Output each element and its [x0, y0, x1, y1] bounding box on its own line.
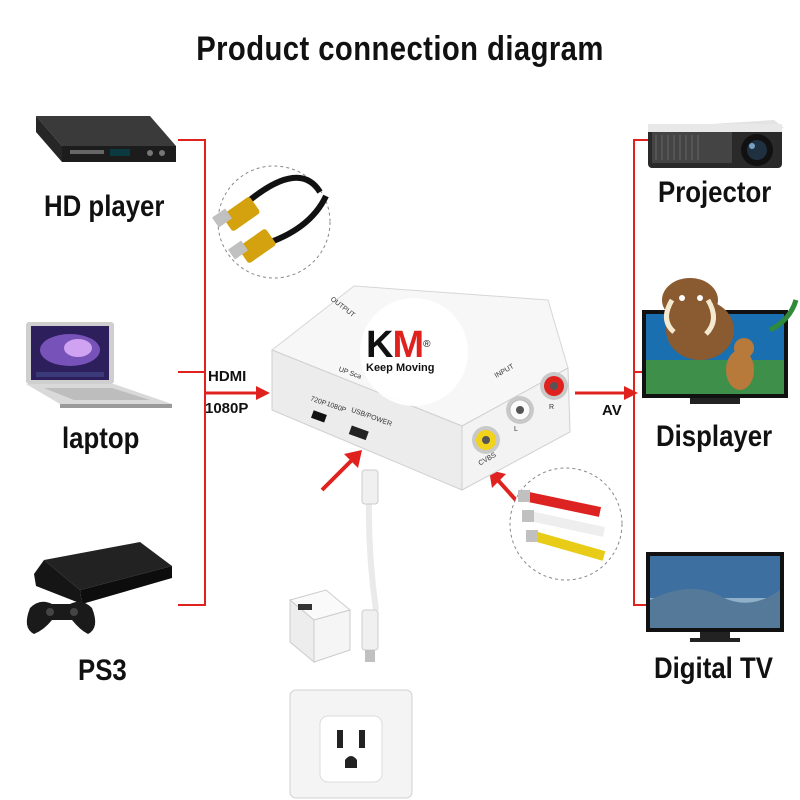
brand-name-accent: M — [392, 324, 424, 366]
hd-player-icon — [36, 116, 176, 162]
converter-box — [271, 285, 571, 491]
digital-tv-icon — [646, 552, 784, 642]
wall-outlet-icon — [289, 689, 413, 799]
hdmi-cable-illustration — [212, 165, 331, 279]
hdmi-label: HDMI — [208, 368, 247, 385]
rca-jack-l — [506, 396, 534, 424]
ps3-label: PS3 — [78, 654, 127, 687]
resolution-label: 1080P — [205, 400, 249, 417]
page-title: Product connection diagram — [196, 30, 604, 68]
usb-cable-illustration — [361, 469, 379, 662]
brand-name: KM — [366, 324, 424, 366]
rca-jack-r — [540, 372, 568, 400]
hdmi-input-arrow — [205, 386, 270, 400]
av-output-arrow — [575, 386, 638, 400]
brand-tagline: Keep Moving — [366, 362, 435, 374]
av-label: AV — [602, 402, 622, 419]
usb-power-arrow — [320, 450, 362, 492]
l-text: L — [514, 426, 518, 433]
r-text: R — [549, 404, 555, 411]
brand-logo: KM® Keep Moving — [366, 326, 466, 384]
displayer-label: Displayer — [656, 420, 773, 453]
projector-label: Projector — [658, 176, 772, 209]
laptop-icon — [26, 322, 172, 408]
laptop-label: laptop — [62, 422, 140, 455]
digital-tv-label: Digital TV — [654, 652, 773, 685]
power-adapter-icon — [288, 589, 352, 664]
projector-icon — [648, 120, 784, 168]
rca-cable-illustration — [509, 467, 623, 581]
hd-player-label: HD player — [44, 190, 165, 223]
left-bracket — [178, 139, 206, 606]
ps3-icon — [26, 542, 172, 634]
rca-jack-cvbs — [472, 426, 500, 454]
displayer-icon — [642, 278, 799, 404]
